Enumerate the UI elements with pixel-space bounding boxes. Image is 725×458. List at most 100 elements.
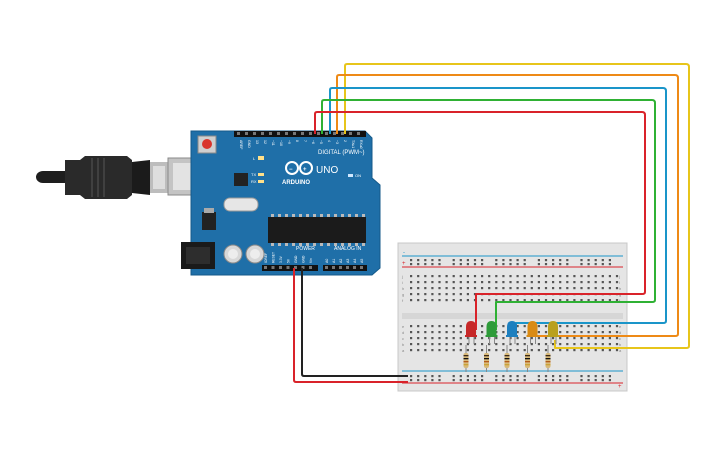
on-label: ON — [355, 173, 361, 178]
wire-yellow[interactable] — [344, 63, 690, 349]
digital-pin-label: 4 — [327, 140, 331, 142]
digital-pin[interactable] — [349, 132, 352, 135]
led-yellow[interactable] — [547, 321, 559, 344]
power-pin-label: 3.3V — [279, 255, 283, 263]
digital-pin[interactable] — [245, 132, 248, 135]
analog-pin-label: A5 — [360, 259, 364, 263]
digital-pin-label: ~3 — [335, 140, 339, 144]
wire-green[interactable] — [321, 99, 656, 330]
digital-pin[interactable] — [325, 132, 328, 135]
led-green[interactable] — [485, 321, 498, 344]
analog-pin[interactable] — [346, 266, 349, 269]
model-label: UNO — [316, 165, 338, 176]
reset-button[interactable] — [197, 135, 217, 154]
digital-pin-row[interactable] — [237, 132, 360, 135]
usb-chip — [234, 173, 248, 186]
svg-text:−: − — [289, 167, 293, 173]
voltage-regulator — [202, 212, 216, 230]
power-pin[interactable] — [264, 266, 267, 269]
analog-header — [323, 265, 367, 271]
led-array[interactable] — [463, 321, 560, 372]
power-pin[interactable] — [309, 266, 312, 269]
crystal — [223, 197, 259, 212]
power-pin-label: GND — [302, 255, 306, 263]
row-letter: f — [402, 298, 404, 303]
analog-pin-row[interactable] — [325, 266, 363, 269]
power-pin[interactable] — [279, 266, 282, 269]
resistor[interactable] — [504, 345, 510, 372]
power-pin[interactable] — [286, 266, 290, 269]
analog-pin[interactable] — [325, 266, 328, 269]
led-tx — [258, 173, 264, 176]
digital-pin[interactable] — [285, 132, 288, 135]
digital-pin[interactable] — [293, 132, 296, 135]
resistor[interactable] — [463, 345, 469, 372]
digital-pin-label: 12 — [263, 140, 267, 144]
digital-pin[interactable] — [341, 132, 344, 135]
row-letter: f — [619, 298, 621, 303]
row-letter: i — [402, 280, 403, 285]
digital-pin[interactable] — [237, 132, 240, 135]
wire-orange[interactable] — [336, 74, 679, 337]
row-letter: j — [401, 274, 403, 279]
power-pin-label: GND — [294, 255, 298, 263]
digital-pin[interactable] — [317, 132, 320, 135]
resistor[interactable] — [484, 345, 489, 372]
led-red[interactable] — [465, 321, 477, 344]
wire-blue[interactable] — [329, 87, 667, 330]
analog-pin[interactable] — [353, 266, 356, 269]
resistor[interactable] — [545, 345, 551, 372]
digital-pin[interactable] — [357, 132, 360, 135]
brand-label: ARDUINO — [282, 180, 310, 186]
led-orange[interactable] — [526, 321, 539, 344]
rail-plus-label-bottom: + — [618, 384, 622, 390]
rail-plus-label: + — [402, 261, 406, 267]
signal-wires[interactable] — [314, 63, 690, 349]
digital-pin-label: 13 — [255, 140, 259, 144]
digital-pin[interactable] — [309, 132, 312, 135]
power-pin-label: RESET — [272, 252, 276, 263]
row-letter: j — [618, 274, 620, 279]
analog-pin[interactable] — [360, 266, 363, 269]
digital-pin[interactable] — [277, 132, 280, 135]
resistor[interactable] — [525, 345, 530, 372]
analog-pin[interactable] — [332, 266, 335, 269]
row-letter: a — [619, 348, 622, 353]
analog-pin[interactable] — [339, 266, 342, 269]
wire-5v-red[interactable] — [293, 268, 408, 383]
power-pin[interactable] — [271, 266, 275, 269]
power-wires[interactable] — [293, 268, 408, 383]
usb-cable[interactable] — [36, 156, 216, 199]
digital-pin[interactable] — [269, 132, 272, 135]
digital-pin-label: ~10 — [279, 140, 283, 146]
wire-gnd-black[interactable] — [301, 268, 408, 377]
analog-pin-label: A2 — [339, 259, 343, 263]
arduino-logo: − + — [285, 161, 313, 175]
row-letter: b — [619, 342, 622, 347]
digital-header — [234, 131, 366, 137]
power-header — [262, 265, 318, 271]
analog-label: ANALOG IN — [334, 246, 362, 252]
digital-pin-label: ~5 — [319, 140, 323, 144]
power-pin[interactable] — [301, 266, 305, 269]
digital-pin-label: TX▸1 — [351, 140, 355, 148]
digital-pin-label: 2 — [343, 140, 347, 142]
digital-pin[interactable] — [301, 132, 304, 135]
digital-pin[interactable] — [253, 132, 256, 135]
row-letter: b — [402, 342, 405, 347]
digital-pin[interactable] — [333, 132, 336, 135]
led-blue[interactable] — [506, 321, 518, 344]
digital-pin[interactable] — [261, 132, 264, 135]
power-pin-label: Vin — [309, 258, 313, 263]
power-pin[interactable] — [294, 266, 297, 269]
digital-pin-label: 8 — [295, 140, 299, 142]
wire-red[interactable] — [314, 111, 646, 330]
power-pin-row[interactable] — [264, 266, 312, 269]
row-letter: c — [619, 336, 621, 341]
